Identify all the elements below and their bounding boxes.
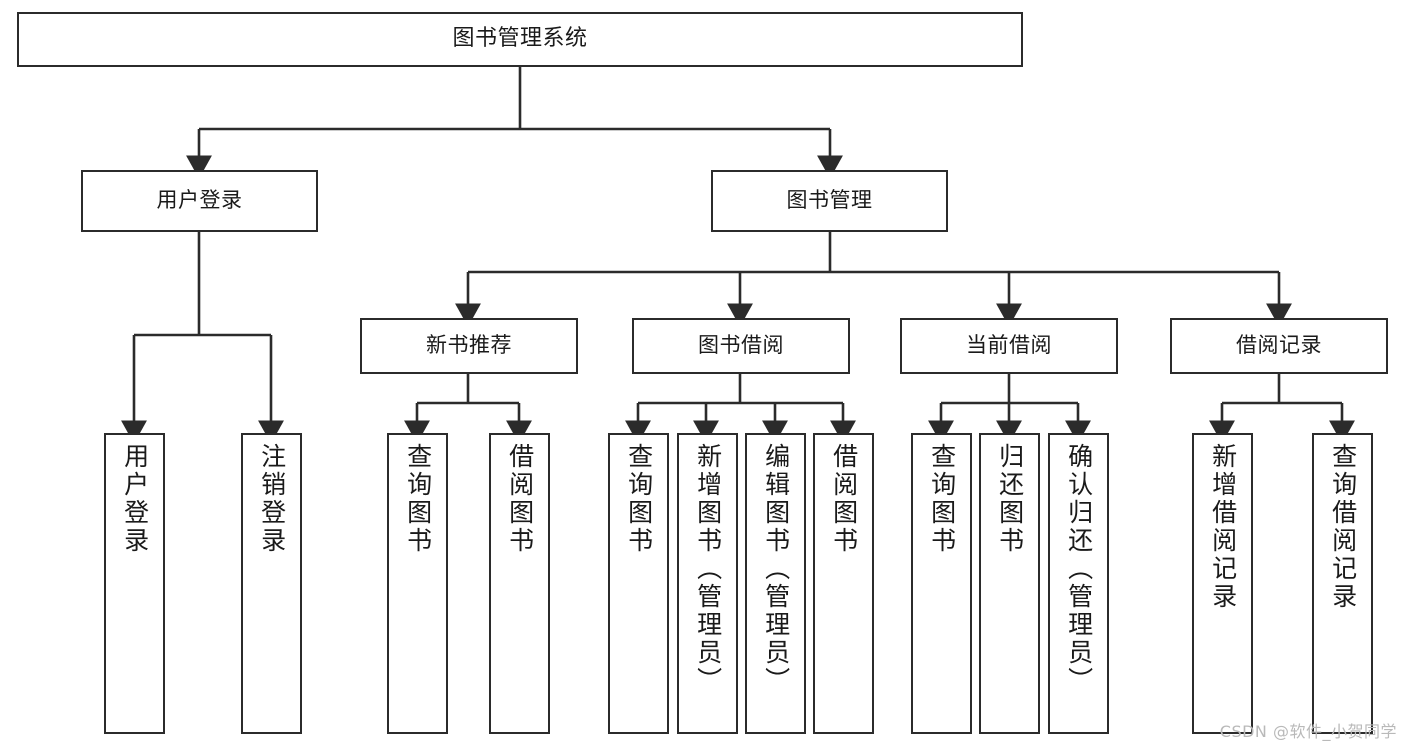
node-leaf-borrow-book-new[interactable]: 借阅图书 [489, 433, 550, 734]
node-current-borrow[interactable]: 当前借阅 [900, 318, 1118, 374]
node-borrow-record[interactable]: 借阅记录 [1170, 318, 1388, 374]
node-leaf-borrow-book-borrow[interactable]: 借阅图书 [813, 433, 874, 734]
node-new-book-recommend[interactable]: 新书推荐 [360, 318, 578, 374]
node-label: 确认归还（管理员） [1064, 443, 1094, 695]
node-leaf-user-login[interactable]: 用户登录 [104, 433, 165, 734]
node-book-borrow[interactable]: 图书借阅 [632, 318, 850, 374]
node-label: 新增借阅记录 [1208, 443, 1238, 611]
node-label: 图书管理 [786, 188, 873, 213]
node-label: 用户登录 [120, 443, 150, 555]
node-label: 图书管理系统 [452, 26, 588, 52]
node-label: 借阅图书 [829, 443, 859, 555]
node-label: 编辑图书（管理员） [761, 443, 791, 695]
node-leaf-add-book-admin[interactable]: 新增图书（管理员） [677, 433, 738, 734]
node-label: 查询图书 [927, 443, 957, 555]
node-book-management[interactable]: 图书管理 [711, 170, 948, 232]
node-label: 查询借阅记录 [1328, 443, 1358, 611]
node-root-book-management-system[interactable]: 图书管理系统 [17, 12, 1023, 67]
node-leaf-return-book[interactable]: 归还图书 [979, 433, 1040, 734]
node-user-login[interactable]: 用户登录 [81, 170, 318, 232]
node-label: 当前借阅 [966, 333, 1052, 358]
node-label: 图书借阅 [698, 333, 784, 358]
node-leaf-query-borrow-record[interactable]: 查询借阅记录 [1312, 433, 1373, 734]
node-label: 用户登录 [156, 188, 243, 213]
node-label: 新书推荐 [426, 333, 512, 358]
node-leaf-confirm-return-admin[interactable]: 确认归还（管理员） [1048, 433, 1109, 734]
node-label: 注销登录 [257, 443, 287, 555]
node-leaf-query-book-borrow[interactable]: 查询图书 [608, 433, 669, 734]
node-leaf-logout-login[interactable]: 注销登录 [241, 433, 302, 734]
node-label: 查询图书 [624, 443, 654, 555]
node-label: 新增图书（管理员） [693, 443, 723, 695]
node-leaf-query-book-new[interactable]: 查询图书 [387, 433, 448, 734]
node-label: 借阅图书 [505, 443, 535, 555]
node-leaf-query-book-current[interactable]: 查询图书 [911, 433, 972, 734]
node-leaf-add-borrow-record[interactable]: 新增借阅记录 [1192, 433, 1253, 734]
node-leaf-edit-book-admin[interactable]: 编辑图书（管理员） [745, 433, 806, 734]
node-label: 查询图书 [403, 443, 433, 555]
node-label: 归还图书 [995, 443, 1025, 555]
node-label: 借阅记录 [1236, 333, 1322, 358]
